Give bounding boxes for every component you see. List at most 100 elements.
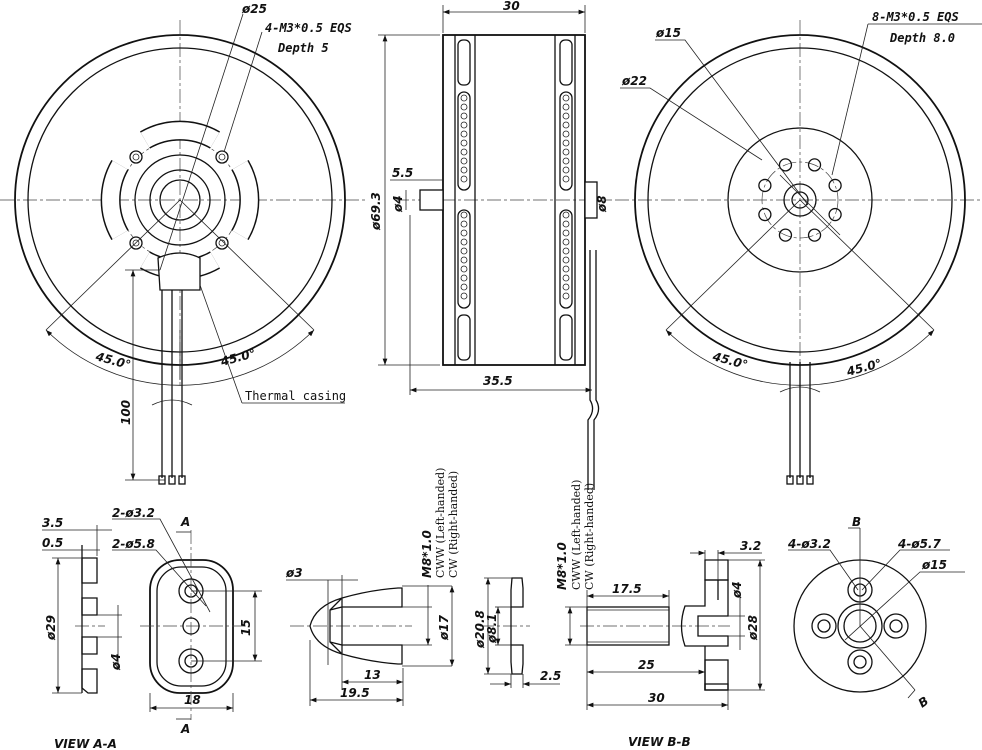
dim-30: 30 xyxy=(648,691,665,705)
dim-dia-25: ø25 xyxy=(241,2,267,16)
dim-shaft-dia: ø4 xyxy=(391,195,405,213)
view-b-title: VIEW B-B xyxy=(628,735,691,749)
prop-nut: ø3 M8*1.0 CWW (Left-handed) CW (Right-ha… xyxy=(285,468,460,706)
wires-right xyxy=(779,362,821,485)
vent-hole xyxy=(562,292,570,300)
front-view-right: ø15 ø22 8-M3*0.5 EQS Depth 8.0 45.0° 45.… xyxy=(615,10,982,485)
wire-side xyxy=(587,250,594,490)
vent-hole xyxy=(562,247,570,255)
section-b-top: B xyxy=(852,515,861,529)
vent-hole xyxy=(562,121,570,129)
holes-large-label: 2-ø5.8 xyxy=(112,537,155,551)
dim-13: 13 xyxy=(364,668,381,682)
vent-hole xyxy=(562,139,570,147)
dim-dia-17: ø17 xyxy=(437,614,451,641)
screw-spec: 4-M3*0.5 EQS xyxy=(265,21,352,35)
vent-hole xyxy=(562,265,570,273)
disc-holes-large: 4-ø5.7 xyxy=(897,537,941,551)
mount-hole xyxy=(807,158,822,172)
thermal-casing xyxy=(157,252,201,291)
dim-bolt-dia-4: ø4 xyxy=(730,581,744,599)
vent-hole xyxy=(562,238,570,246)
screw-spec-right: 8-M3*0.5 EQS xyxy=(872,10,959,24)
section-b-bottom: B xyxy=(916,694,932,711)
angle-left: 45.0° xyxy=(93,349,132,372)
vent-hole xyxy=(460,94,468,102)
vent-holes xyxy=(460,94,570,300)
dim-dia-8-1: ø8.1 xyxy=(485,613,499,644)
vent-hole xyxy=(460,157,468,165)
vent-hole xyxy=(460,121,468,129)
vent-hole xyxy=(460,292,468,300)
vent-hole xyxy=(460,139,468,147)
dim-shaft-length: 5.5 xyxy=(392,166,413,180)
mount-hole xyxy=(828,178,842,193)
wire-length: 100 xyxy=(119,400,133,425)
dim-pitch-15: 15 xyxy=(239,619,253,636)
bolt-cw: CW (Right-handed) xyxy=(583,483,596,590)
nut-thread: M8*1.0 xyxy=(420,530,434,578)
dim-dia-22: ø22 xyxy=(621,74,647,88)
section-a-bottom: A xyxy=(180,722,190,736)
vent-hole xyxy=(460,175,468,183)
vent-hole xyxy=(460,256,468,264)
angle-right: 45.0° xyxy=(218,346,257,369)
vent-hole xyxy=(460,274,468,282)
dim-shaft-dia-right: ø8 xyxy=(595,195,609,213)
nut-cw: CW (Right-handed) xyxy=(447,471,460,578)
mount-hole xyxy=(758,178,772,193)
dim-dia-4: ø4 xyxy=(109,653,123,671)
vent-hole xyxy=(562,211,570,219)
vent-hole xyxy=(562,274,570,282)
vent-hole xyxy=(460,166,468,174)
vent-hole xyxy=(562,220,570,228)
thermal-casing-label: Thermal casing xyxy=(245,389,346,403)
dim-3-2: 3.2 xyxy=(740,539,761,553)
vent-hole xyxy=(460,220,468,228)
vent-hole xyxy=(562,94,570,102)
dim-2-5: 2.5 xyxy=(540,669,561,683)
mount-hole xyxy=(828,207,842,222)
view-a-title: VIEW A-A xyxy=(54,737,117,750)
dim-dia-28: ø28 xyxy=(746,615,760,641)
mount-hole xyxy=(807,228,822,242)
side-view: 30 35.5 ø69.3 5.5 ø4 ø8 xyxy=(369,0,612,490)
holes-small-label: 2-ø3.2 xyxy=(112,506,155,520)
dim-dia-20-8: ø20.8 xyxy=(473,610,487,649)
vent-hole xyxy=(562,130,570,138)
vent-hole xyxy=(562,103,570,111)
vent-hole xyxy=(460,229,468,237)
vent-hole xyxy=(460,130,468,138)
dim-25: 25 xyxy=(638,658,655,672)
vent-hole xyxy=(460,247,468,255)
section-a-top: A xyxy=(180,515,190,529)
vent-hole xyxy=(460,238,468,246)
vent-hole xyxy=(460,148,468,156)
dim-dia-3: ø3 xyxy=(285,566,303,580)
dim-3-5: 3.5 xyxy=(42,516,63,530)
bolt-thread: M8*1.0 xyxy=(555,542,569,590)
mount-hole xyxy=(778,158,793,172)
dim-17-5: 17.5 xyxy=(612,582,642,596)
vent-hole xyxy=(562,175,570,183)
screw-depth: Depth 5 xyxy=(277,41,329,55)
vent-hole xyxy=(562,148,570,156)
nut-ccw: CWW (Left-handed) xyxy=(434,468,447,578)
bolt-ccw: CWW (Left-handed) xyxy=(570,480,583,590)
front-view-left: ø25 4-M3*0.5 EQS Depth 5 45.0° 45.0° 100… xyxy=(0,2,365,485)
mount-hole xyxy=(758,207,772,222)
vent-hole xyxy=(562,256,570,264)
disc-dia-15: ø15 xyxy=(921,558,947,572)
prop-adapter-disc: B B 4-ø3.2 4-ø5.7 ø15 xyxy=(787,515,965,710)
vent-hole xyxy=(460,283,468,291)
vent-hole xyxy=(562,157,570,165)
vent-hole xyxy=(460,265,468,273)
mount-hole xyxy=(778,228,793,242)
dim-dia-15: ø15 xyxy=(655,26,681,40)
dim-0-5: 0.5 xyxy=(42,536,63,550)
view-a-a: 3.5 0.5 ø29 ø4 2-ø3.2 2-ø5.8 A A 15 18 V… xyxy=(42,506,262,750)
shaft-right xyxy=(584,181,598,219)
dim-length-35-5: 35.5 xyxy=(483,374,513,388)
vent-hole xyxy=(562,112,570,120)
